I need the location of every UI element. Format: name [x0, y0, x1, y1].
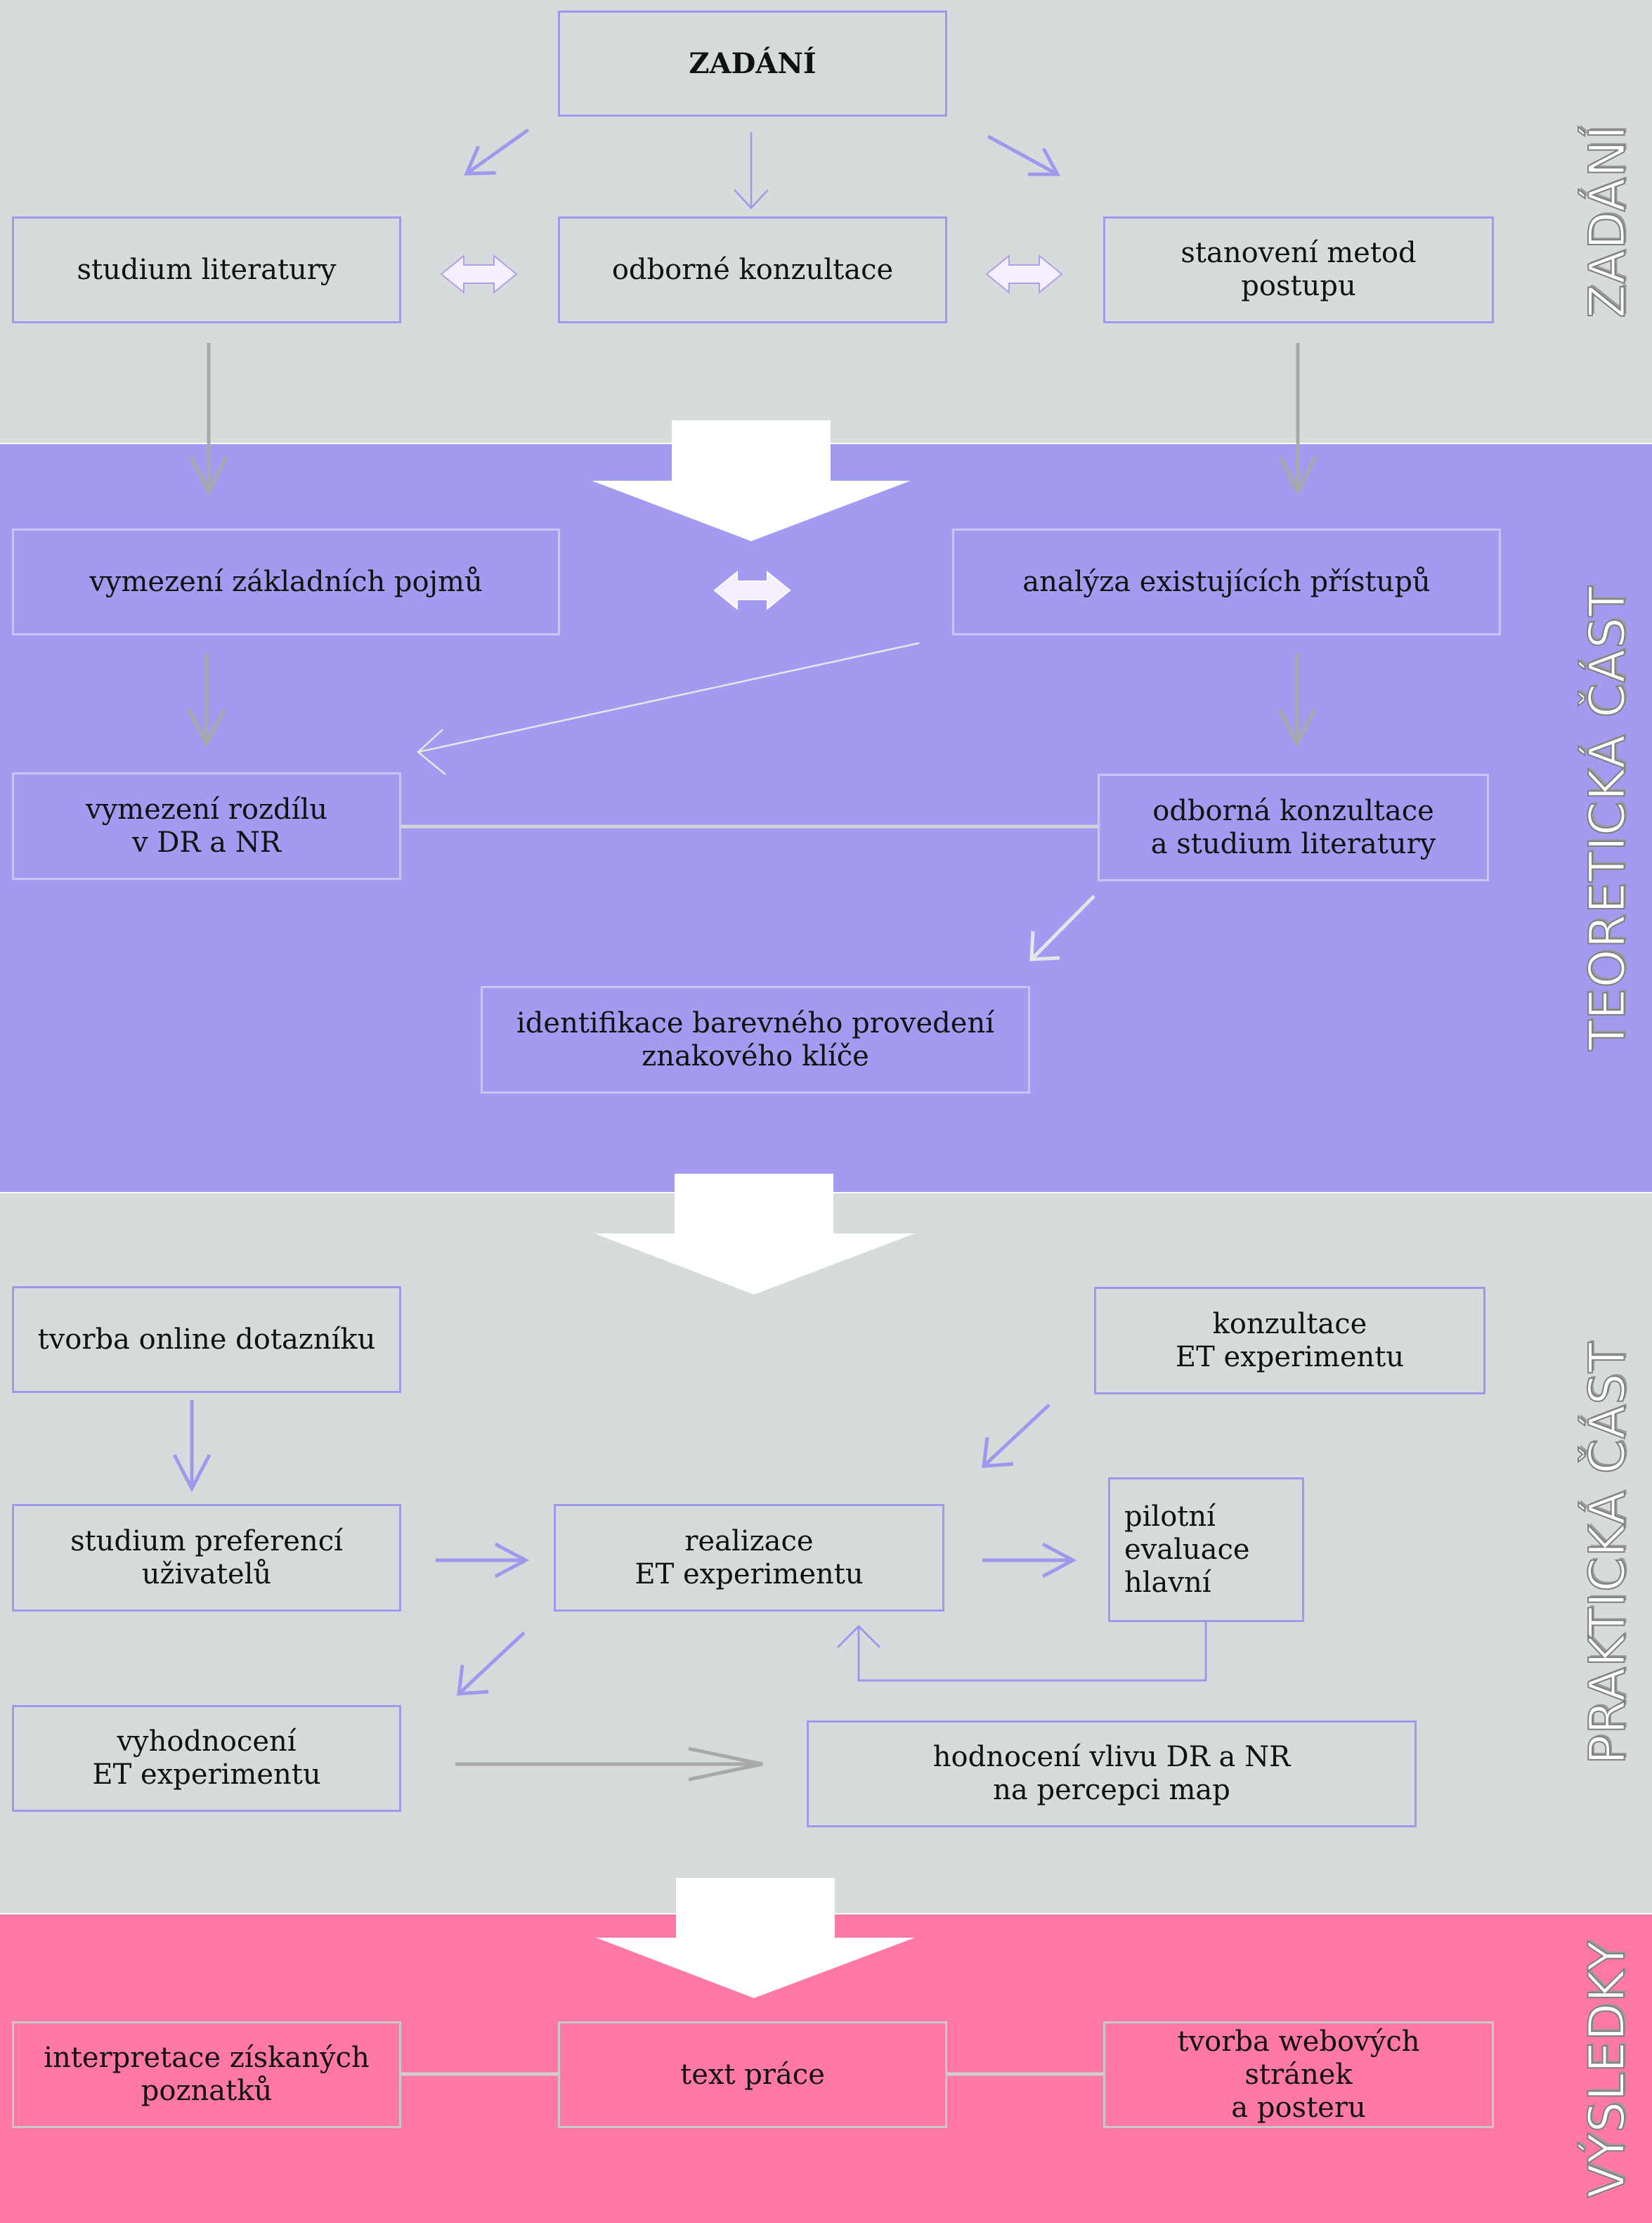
box-zadani-label: ZADÁNÍ: [689, 47, 817, 80]
box-studium-literatury-label: studium literatury: [77, 253, 337, 286]
box-stanoveni-metod: stanovení metod postupu: [1103, 216, 1494, 323]
box-text-prace: text práce: [558, 2021, 947, 2128]
box-text-prace-label: text práce: [680, 2058, 825, 2091]
box-vymezeni-pojmu: vymezení základních pojmů: [12, 529, 560, 635]
box-interpretace: interpretace získaných poznatků: [12, 2021, 401, 2128]
side-label-vysledky: VÝSLEDKY: [1578, 1939, 1637, 2198]
side-label-zadani-cell: ZADÁNÍ: [1563, 0, 1652, 443]
box-odborna-konzultace-studium-label: odborná konzultace a studium literatury: [1150, 794, 1436, 860]
section-teoreticka: [0, 444, 1563, 1192]
box-odborne-konzultace-label: odborné konzultace: [611, 253, 894, 286]
box-studium-preferenci-label: studium preferencí uživatelů: [70, 1524, 343, 1590]
box-vyhodnoceni-et: vyhodnocení ET experimentu: [12, 1705, 401, 1812]
box-tvorba-webu-label: tvorba webových stránek a posteru: [1177, 2025, 1420, 2124]
box-hodnoceni-vlivu: hodnocení vlivu DR a NR na percepci map: [807, 1720, 1417, 1827]
side-label-prakticka: PRAKTICKÁ ČÁST: [1578, 1341, 1637, 1765]
box-vymezeni-rozdilu: vymezení rozdílu v DR a NR: [12, 772, 401, 880]
side-label-teoreticka: TEORETICKÁ ČÁST: [1578, 585, 1637, 1051]
side-label-prakticka-cell: PRAKTICKÁ ČÁST: [1563, 1193, 1652, 1913]
box-identifikace: identifikace barevného provedení znakové…: [481, 986, 1030, 1094]
box-realizace-et: realizace ET experimentu: [554, 1504, 944, 1612]
section-zadani: [0, 0, 1563, 443]
box-tvorba-dotazniku-label: tvorba online dotazníku: [37, 1323, 376, 1356]
box-tvorba-dotazniku: tvorba online dotazníku: [12, 1286, 401, 1393]
box-vymezeni-pojmu-label: vymezení základních pojmů: [89, 565, 483, 598]
box-tvorba-webu: tvorba webových stránek a posteru: [1103, 2021, 1494, 2128]
box-realizace-et-label: realizace ET experimentu: [635, 1524, 864, 1590]
box-stanoveni-metod-label: stanovení metod postupu: [1181, 237, 1417, 302]
box-identifikace-label: identifikace barevného provedení znakové…: [516, 1006, 994, 1072]
box-studium-preferenci: studium preferencí uživatelů: [12, 1504, 401, 1612]
box-interpretace-label: interpretace získaných poznatků: [44, 2042, 370, 2107]
side-label-zadani: ZADÁNÍ: [1578, 124, 1637, 318]
box-zadani: ZADÁNÍ: [558, 11, 947, 117]
box-odborne-konzultace: odborné konzultace: [558, 216, 947, 323]
box-pilotni-label: pilotní evaluace hlavní: [1124, 1500, 1250, 1599]
side-label-teoreticka-cell: TEORETICKÁ ČÁST: [1563, 444, 1652, 1192]
box-vyhodnoceni-et-label: vyhodnocení ET experimentu: [92, 1725, 321, 1791]
box-analyza-pristupu: analýza existujících přístupů: [952, 529, 1501, 635]
box-vymezeni-rozdilu-label: vymezení rozdílu v DR a NR: [85, 793, 328, 859]
box-hodnoceni-vlivu-label: hodnocení vlivu DR a NR na percepci map: [932, 1741, 1291, 1806]
box-odborna-konzultace-studium: odborná konzultace a studium literatury: [1098, 774, 1489, 881]
box-konzultace-et: konzultace ET experimentu: [1094, 1287, 1485, 1394]
box-pilotni: pilotní evaluace hlavní: [1108, 1477, 1304, 1622]
box-studium-literatury: studium literatury: [12, 216, 401, 323]
box-analyza-pristupu-label: analýza existujících přístupů: [1022, 565, 1431, 598]
box-konzultace-et-label: konzultace ET experimentu: [1175, 1307, 1405, 1373]
side-label-vysledky-cell: VÝSLEDKY: [1563, 1914, 1652, 2223]
